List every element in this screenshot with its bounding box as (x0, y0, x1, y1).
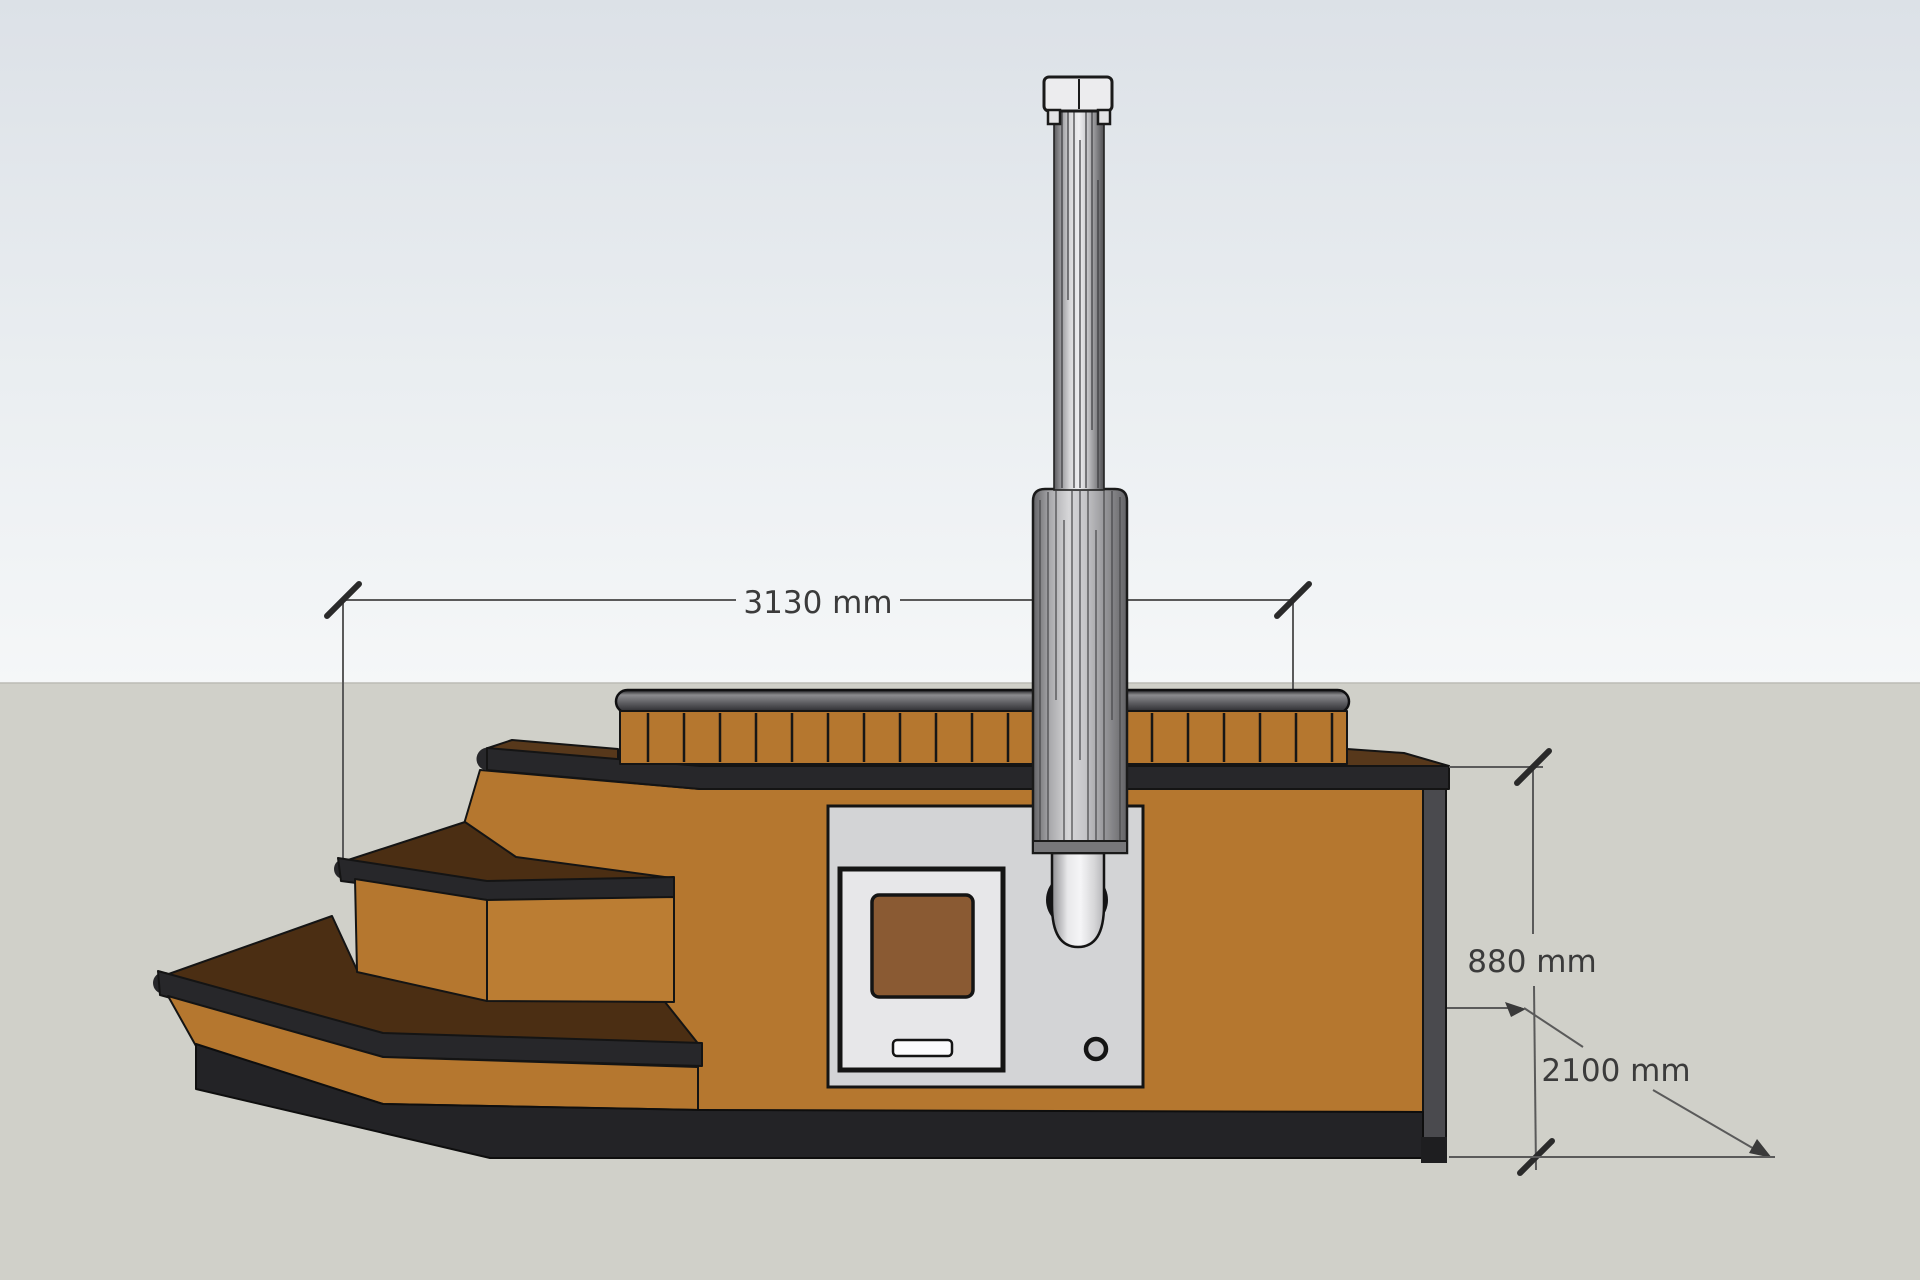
dim-height-label: 880 mm (1467, 944, 1596, 980)
steps (153, 821, 703, 1111)
chimney-sleeve-collar (1032, 840, 1128, 854)
dimension-height: 880 mm (1449, 748, 1597, 1176)
stove-air-knob (1083, 1036, 1109, 1062)
dim-depth-diag-lower (1652, 1089, 1769, 1158)
stove-door-window (870, 893, 975, 999)
dim-height-line-lower (1533, 985, 1537, 1171)
dim-depth-label: 2100 mm (1541, 1053, 1690, 1089)
tub-rim (614, 688, 1351, 715)
chimney (1031, 75, 1129, 949)
deck-edge-band (486, 747, 1450, 790)
chimney-cap-tabs (1046, 108, 1112, 126)
dim-width-label: 3130 mm (743, 585, 892, 621)
chimney-sleeve-ribs (1039, 491, 1121, 853)
sky (0, 0, 1920, 683)
chimney-pipe-seams (1061, 102, 1099, 488)
dim-depth-arrow-upper (1505, 1002, 1526, 1017)
stove-door-handle (891, 1038, 954, 1058)
dim-tick (1514, 748, 1552, 786)
dim-depth-diag-upper (1523, 1007, 1584, 1048)
middle-step-riser-side (486, 896, 675, 1003)
dimension-depth: 2100 mm (1447, 1002, 1775, 1158)
tub-staves (619, 710, 1348, 765)
dim-tick (324, 581, 362, 619)
plinth (195, 1043, 1424, 1159)
chimney-elbow (1050, 851, 1106, 949)
dim-tick (1274, 581, 1312, 619)
stove-panel (826, 804, 1145, 1089)
plinth-corner-foot (1421, 1137, 1447, 1163)
stave-band (619, 710, 1348, 765)
dim-depth-arrow-lower (1749, 1139, 1772, 1158)
tub-right-edge (1422, 765, 1447, 1159)
bottom-step-nosing (157, 970, 703, 1067)
